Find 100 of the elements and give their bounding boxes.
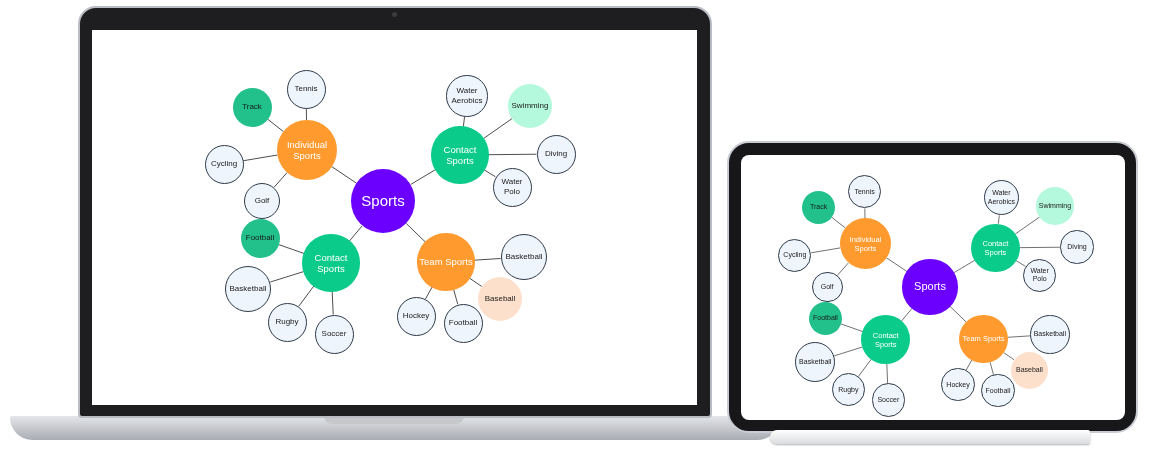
connector-line <box>405 223 426 243</box>
topic-label: Football <box>448 318 478 328</box>
connector-line <box>410 169 436 185</box>
topic-circle <box>417 233 475 291</box>
topic-label: Contact Sports <box>313 251 349 275</box>
connector-line <box>901 307 913 322</box>
topic-circle <box>981 374 1015 408</box>
topic-circle <box>871 383 905 417</box>
topic-label: Golf <box>254 196 270 206</box>
topic-circle <box>277 120 337 180</box>
topic-circle <box>1010 351 1049 390</box>
topic-label: Soccer <box>321 329 347 339</box>
connector-line <box>1019 246 1061 248</box>
connector-line <box>1015 216 1040 235</box>
topic-label: Team Sports <box>419 256 473 268</box>
connector-line <box>331 166 357 184</box>
topic-circle <box>811 271 843 303</box>
topic-circle <box>1060 230 1094 264</box>
connector-line <box>269 271 305 283</box>
topic-label: Sports <box>361 192 405 210</box>
topic-circle <box>1036 187 1074 225</box>
topic-circle <box>446 75 488 117</box>
connector-line <box>831 216 846 229</box>
topic-circle <box>443 303 483 343</box>
connector-line <box>469 277 483 287</box>
topic-circle <box>396 296 436 336</box>
topic-circle <box>778 238 812 273</box>
topic-circle <box>983 180 1020 216</box>
connector-line <box>305 108 307 121</box>
connector-line <box>348 225 363 242</box>
topic-circle <box>302 234 360 292</box>
topic-circle <box>243 182 281 220</box>
topic-label: Water Aerobics <box>450 86 484 106</box>
connector-line <box>857 358 872 377</box>
connector-line <box>833 346 863 357</box>
connector-line <box>1015 260 1026 267</box>
connector-line <box>840 323 864 332</box>
topic-label: Tennis <box>294 84 318 94</box>
topic-label: Track <box>242 102 262 112</box>
topic-circle <box>808 301 842 335</box>
topic-circle <box>1029 314 1070 355</box>
connector-line <box>1007 335 1031 338</box>
connector-line <box>997 214 1000 225</box>
topic-circle <box>1023 258 1057 292</box>
connector-line <box>298 285 315 307</box>
topic-label: Hockey <box>402 311 430 321</box>
topic-label: Rugby <box>275 317 299 327</box>
topic-circle <box>941 368 975 402</box>
topic-circle <box>431 126 489 184</box>
connector-line <box>837 262 849 276</box>
connector-line <box>453 289 459 305</box>
topic-label: Individual Sports <box>285 138 329 162</box>
topic-label: Basketball <box>505 252 543 262</box>
connector-line <box>425 286 433 300</box>
connector-line <box>483 118 513 140</box>
topic-circle <box>802 190 836 224</box>
topic-label: Cycling <box>210 159 238 169</box>
connector-line <box>953 260 975 274</box>
topic-circle <box>286 69 326 109</box>
topic-label: Baseball <box>484 294 516 304</box>
connector-line <box>810 247 841 254</box>
topic-label: Swimming <box>511 101 549 111</box>
connector-line <box>864 208 866 219</box>
connector-line <box>331 291 334 315</box>
topic-label: Football <box>245 233 275 243</box>
topic-circle <box>959 314 1008 364</box>
connector-line <box>483 169 496 178</box>
topic-circle <box>847 175 882 209</box>
connector-line <box>242 154 278 162</box>
topic-label: Sports <box>914 280 946 294</box>
topic-circle <box>232 87 272 127</box>
connector-line <box>266 118 284 133</box>
topic-circle <box>240 218 280 258</box>
connector-line <box>277 244 305 254</box>
connector-line <box>1003 352 1015 361</box>
topic-label: Water Polo <box>500 177 524 197</box>
connector-line <box>886 363 888 384</box>
connector-line <box>273 171 288 188</box>
topic-label: Contact Sports <box>442 143 478 167</box>
topic-circle <box>314 314 354 354</box>
connector-line <box>886 257 908 272</box>
connector-line <box>488 153 537 156</box>
topic-circle <box>477 276 523 322</box>
topic-circle <box>350 168 416 234</box>
topic-circle <box>267 302 307 342</box>
connector-line <box>949 305 967 323</box>
topic-circle <box>831 373 865 407</box>
topic-circle <box>861 315 911 364</box>
topic-circle <box>492 167 532 207</box>
topic-circle <box>536 134 576 174</box>
topic-label: Basketball <box>229 284 267 294</box>
topic-label: Diving <box>544 149 568 159</box>
connector-line <box>965 359 973 371</box>
topic-circle <box>795 341 836 382</box>
topic-circle <box>204 144 244 184</box>
topic-circle <box>971 223 1020 273</box>
topic-circle <box>840 218 891 270</box>
connector-line <box>462 116 465 128</box>
connector-line <box>989 361 994 376</box>
connector-line <box>474 258 502 261</box>
